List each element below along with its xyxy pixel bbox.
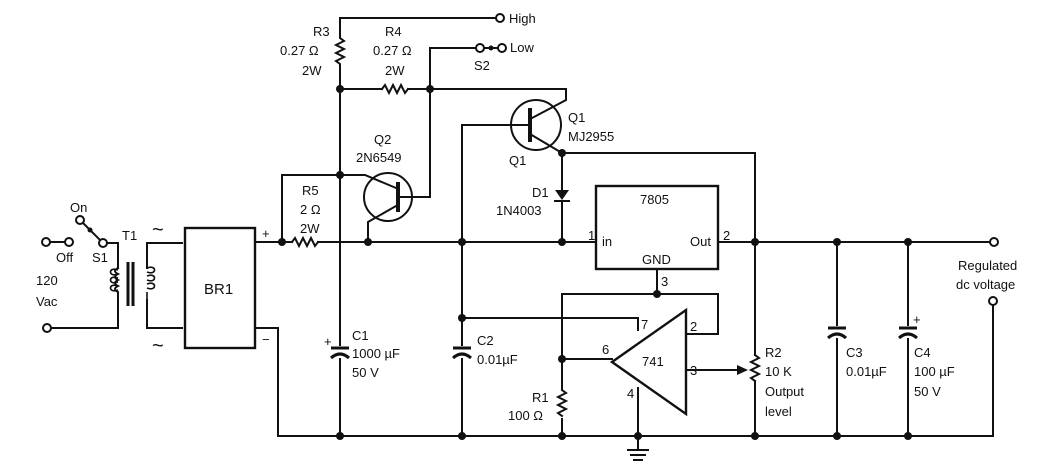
s1-ref-label: S1	[92, 250, 108, 265]
r3-ref: R3	[313, 24, 330, 39]
reg-pin1: 1	[588, 228, 595, 243]
r5-resistor	[290, 235, 320, 249]
opamp-pin3: 3	[690, 363, 697, 378]
r4-ref: R4	[385, 24, 402, 39]
s2-low-label: Low	[510, 40, 534, 55]
c3-capacitor	[827, 326, 847, 340]
s1-on-terminal[interactable]	[75, 215, 85, 225]
r3-power: 2W	[302, 63, 322, 78]
q1-part: MJ2955	[568, 129, 614, 144]
q2-ref: Q2	[374, 132, 391, 147]
input-terminal-neutral[interactable]	[42, 323, 52, 333]
br1-box	[183, 226, 257, 350]
s2-low-terminal[interactable]	[497, 43, 507, 53]
br1-plus: +	[262, 226, 270, 241]
input-terminal-off[interactable]	[41, 237, 51, 247]
r2-potentiometer	[748, 353, 762, 383]
wiring	[254, 13, 999, 461]
c2-value: 0.01µF	[477, 352, 518, 367]
br1-minus: −	[262, 332, 270, 347]
d1-part: 1N4003	[496, 203, 542, 218]
br1-label: BR1	[204, 281, 233, 298]
output-label-1: Regulated	[958, 258, 1017, 273]
reg-in-label: in	[602, 234, 612, 249]
br1-ac-top: ~	[152, 219, 164, 241]
d1-diode	[555, 190, 569, 200]
r5-ref: R5	[302, 183, 319, 198]
r5-power: 2W	[300, 221, 320, 236]
regulator-7805	[594, 184, 720, 271]
opamp-part: 741	[642, 354, 664, 369]
r2-wiper-arrow	[737, 365, 748, 375]
reg-out-label: Out	[690, 234, 711, 249]
reg-gnd-label: GND	[642, 252, 671, 267]
s2-high-terminal[interactable]	[495, 13, 505, 23]
opamp-741	[609, 307, 688, 417]
c1-capacitor	[330, 346, 350, 360]
opamp-pin6: 6	[602, 342, 609, 357]
reg-pin3: 3	[661, 274, 668, 289]
t1-secondary-coil	[146, 266, 156, 300]
s1-on-label: On	[70, 200, 87, 215]
r2-desc1: Output	[765, 384, 804, 399]
r3-value: 0.27 Ω	[280, 43, 319, 58]
c3-value: 0.01µF	[846, 364, 887, 379]
r3-resistor	[333, 17, 347, 90]
s2-high-label: High	[509, 11, 536, 26]
c2-capacitor	[452, 346, 472, 360]
q1-ref-lower: Q1	[509, 153, 526, 168]
c1-polarity: +	[324, 334, 332, 349]
r1-value: 100 Ω	[508, 408, 543, 423]
opamp-pin2: 2	[690, 319, 697, 334]
c4-ref: C4	[914, 345, 931, 360]
br1-ac-bottom: ~	[152, 335, 164, 357]
q2-part: 2N6549	[356, 150, 402, 165]
input-terminal-off-b[interactable]	[64, 237, 74, 247]
r2-value: 10 K	[765, 364, 792, 379]
output-label-2: dc voltage	[956, 277, 1015, 292]
c1-voltage: 50 V	[352, 365, 379, 380]
r5-value: 2 Ω	[300, 202, 321, 217]
c2-ref: C2	[477, 333, 494, 348]
r4-power: 2W	[385, 63, 405, 78]
capacitors	[330, 307, 918, 418]
s1-off-label: Off	[56, 250, 73, 265]
r4-value: 0.27 Ω	[373, 43, 412, 58]
input-section: On Off S1 120 Vac T1	[36, 200, 183, 333]
r2-ref: R2	[765, 345, 782, 360]
input-voltage-label: 120	[36, 273, 58, 288]
c4-capacitor	[898, 326, 918, 340]
c1-ref: C1	[352, 328, 369, 343]
opamp-pin7: 7	[641, 317, 648, 332]
t1-ref-label: T1	[122, 228, 137, 243]
r1-ref: R1	[532, 390, 549, 405]
c1-value: 1000 µF	[352, 346, 400, 361]
r4-resistor	[380, 82, 410, 96]
input-unit-label: Vac	[36, 294, 58, 309]
opamp-pin4: 4	[627, 386, 634, 401]
q1-ref: Q1	[568, 110, 585, 125]
reg-part: 7805	[640, 192, 669, 207]
r2-desc2: level	[765, 404, 792, 419]
reg-pin2: 2	[723, 228, 730, 243]
c4-voltage: 50 V	[914, 384, 941, 399]
c4-value: 100 µF	[914, 364, 955, 379]
output-terminal-negative[interactable]	[988, 296, 998, 306]
labels: R3 0.27 Ω 2W R4 0.27 Ω 2W High Low S2 Q2…	[280, 11, 1017, 423]
c3-ref: C3	[846, 345, 863, 360]
t1-primary-coil	[109, 268, 119, 292]
c4-polarity: +	[913, 312, 921, 327]
s2-ref: S2	[474, 58, 490, 73]
bridge-rectifier: BR1 ~ ~ + −	[152, 219, 270, 357]
r1-resistor	[555, 388, 569, 418]
s2-common-terminal[interactable]	[475, 43, 485, 53]
output-terminal-positive[interactable]	[989, 237, 999, 247]
d1-ref: D1	[532, 185, 549, 200]
